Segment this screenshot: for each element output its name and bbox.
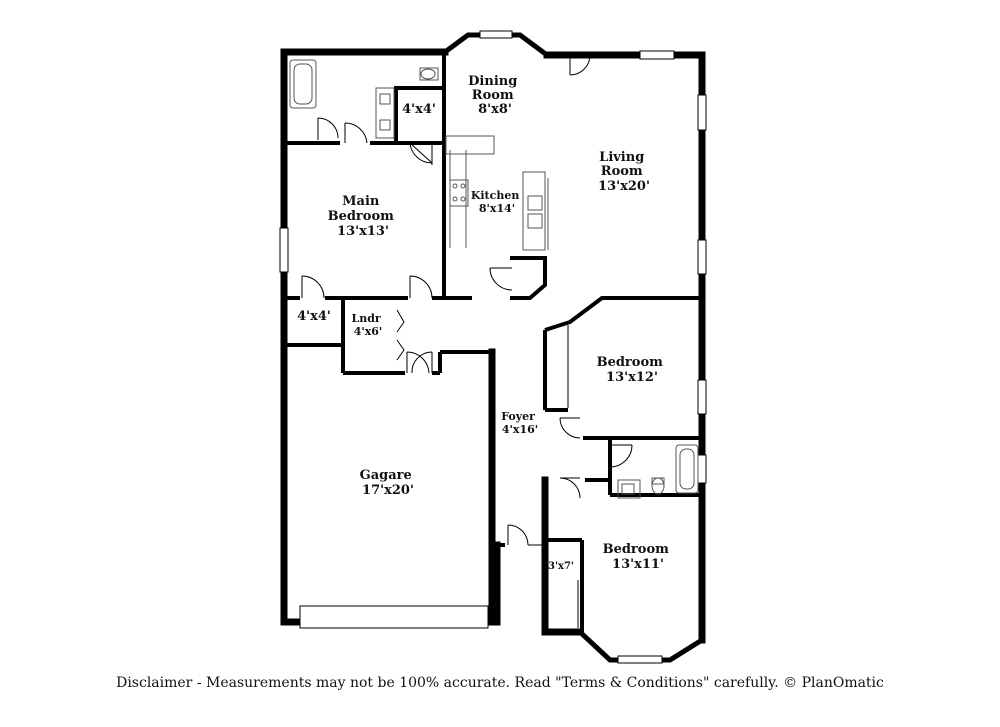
room-labels: Dining Room 8'x8' Living Room 13'x20' Ki… bbox=[297, 74, 674, 572]
living-room-label: Living Room 13'x20' bbox=[598, 150, 650, 194]
garage-label: Gagare 17'x20' bbox=[360, 468, 417, 498]
toilet-icon-2 bbox=[651, 477, 665, 495]
kitchen-label: Kitchen 8'x14' bbox=[471, 189, 523, 215]
bathtub-icon bbox=[289, 59, 317, 109]
vanity-icon bbox=[375, 87, 395, 139]
bedroom-2-label: Bedroom 13'x12' bbox=[597, 355, 668, 385]
disclaimer-text: Disclaimer - Measurements may not be 100… bbox=[116, 675, 884, 691]
foyer-label: Foyer 4'x16' bbox=[501, 410, 539, 436]
interior-walls bbox=[284, 52, 702, 632]
bedroom-3-closet-label: 3'x7' bbox=[548, 561, 574, 572]
toilet-icon bbox=[419, 67, 439, 81]
stove-icon bbox=[449, 179, 469, 207]
main-bedroom-label: Main Bedroom 13'x13' bbox=[328, 194, 399, 239]
laundry-label: Lndr 4'x6' bbox=[351, 312, 384, 338]
bathtub-icon-2 bbox=[675, 444, 699, 494]
windows bbox=[279, 50, 707, 629]
fixtures bbox=[289, 59, 699, 499]
dining-room-label: Dining Room 8'x8' bbox=[468, 74, 522, 117]
bedroom-window-pane bbox=[617, 655, 663, 664]
sink-icon-2 bbox=[617, 479, 641, 499]
kitchen-sink-icon bbox=[522, 171, 546, 251]
dining-window-panes bbox=[479, 30, 513, 39]
main-closet-label: 4'x4' bbox=[402, 102, 436, 117]
doors bbox=[301, 54, 633, 628]
hall-closet-label: 4'x4' bbox=[297, 309, 331, 324]
bedroom-3-label: Bedroom 13'x11' bbox=[603, 542, 674, 572]
